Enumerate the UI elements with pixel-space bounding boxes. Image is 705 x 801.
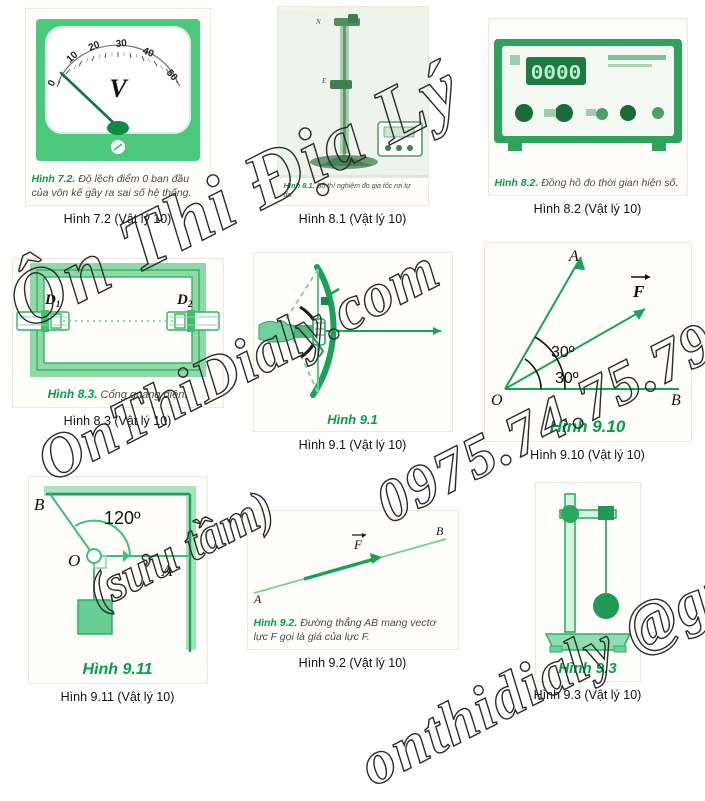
svg-text:0: 0 [45,78,58,88]
svg-text:N: N [315,18,321,26]
figure-label: Hình 9.2 (Vật lý 10) [298,656,407,670]
svg-text:20: 20 [87,39,102,54]
timer-svg: 0000 [493,39,682,152]
point-label-o: O [491,392,503,409]
photogate-svg: D1 D2 [15,263,220,378]
vector-angles-figure: 30º 30º O B A F [485,243,691,415]
vector-label-f: F [632,282,645,301]
figure-title: Hình 9.10 [549,417,626,436]
figure-caption: Hình 7.2. Độ lệch điểm 0 ban đầu của vôn… [26,170,210,205]
caption-head: Hình 8.2. [494,176,539,189]
freefall-svg: N E [277,9,428,175]
point-label-b: B [34,495,45,514]
figure-label: Hình 9.10 (Vật lý 10) [530,448,645,462]
figure-caption: Hình 8.1. Bộ thí nghiệm đo gia tốc rơi t… [278,178,428,205]
figure-caption: Hình 8.2. Đồng hồ đo thời gian hiện số. [489,174,687,195]
angle-label: 120º [104,508,141,528]
figure-cell-hinh-9-3: Hình 9.3 Hình 9.3 (Vật lý 10) [470,468,705,713]
svg-text:E: E [321,77,327,85]
voltmeter-svg: 0 10 20 30 40 50 V [35,18,200,161]
bracket-svg: 120º B O A [34,486,196,652]
figure-cell-hinh-9-10: 30º 30º O B A F Hình 9.10 Hình 9.10 (Vật… [470,236,705,468]
freefall-photo: N E [277,7,428,178]
caption-body: Đường thẳng AB mang vectơ lực F gọi là g… [253,617,436,643]
line-of-action-figure: A B F [248,511,458,614]
figure-cell-hinh-8-1: N E Hình 8.1. Bộ thí nghiệm đo gia tốc r… [235,0,470,236]
svg-text:V: V [109,74,129,103]
figure-card-voltmeter: 0 10 20 30 40 50 V Hình 7.2. Độ lệch [24,8,211,206]
figure-label: Hình 8.2 (Vật lý 10) [533,202,642,216]
point-label-o: O [68,551,80,570]
figure-cell-hinh-8-3: D1 D2 Hình 8.3. Cổng quang điện. Hình 8.… [0,236,235,468]
archer-svg [258,263,441,398]
caption-body: Đồng hồ đo thời gian hiện số. [541,176,679,189]
point-label-a: A [161,561,173,580]
point-label-b: B [436,524,444,538]
figure-label: Hình 8.1 (Vật lý 10) [298,212,407,226]
timer-photo: 0000 [489,19,687,174]
figure-card-timer: 0000 Hình 8.2. Đồng hồ đo thờ [487,18,688,196]
svg-text:30: 30 [115,38,127,50]
caption-body: Bộ thí nghiệm đo gia tốc rơi tự do. [283,182,411,199]
figure-label: Hình 9.11 (Vật lý 10) [60,690,175,704]
caption-head: Hình 9.2. [253,617,298,630]
vector-label-f: F [353,537,363,552]
figure-label: Hình 8.3 (Vật lý 10) [63,414,172,428]
sensor-label-d2: D2 [176,292,193,309]
figure-label: Hình 7.2 (Vật lý 10) [63,212,172,226]
timer-display: 0000 [530,63,580,86]
figure-grid: 0 10 20 30 40 50 V Hình 7.2. Độ lệch [0,0,705,713]
point-label-a: A [568,248,579,265]
figure-cell-hinh-9-11: 120º B O A Hình 9.11 Hình 9.11 (Vật lý 1… [0,468,235,713]
voltmeter-figure: 0 10 20 30 40 50 V [26,9,210,170]
figure-card-photogate: D1 D2 Hình 8.3. Cổng quang điện. [11,258,224,408]
figure-title: Hình 9.3 [558,660,617,677]
bracket-figure: 120º B O A [29,477,207,659]
caption-body: Cổng quang điện. [100,388,188,401]
photogate-figure: D1 D2 [13,259,223,384]
figure-card-vector-angles: 30º 30º O B A F Hình 9.10 [483,242,692,442]
caption-body: Độ lệch điểm 0 ban đầu của vôn kế gây ra… [31,173,192,199]
svg-text:40: 40 [140,45,155,60]
figure-cell-hinh-9-1: Hình 9.1 Hình 9.1 (Vật lý 10) [235,236,470,468]
figure-cell-hinh-9-2: A B F Hình 9.2. Đường thẳng AB mang vect… [235,468,470,713]
figure-cell-hinh-7-2: 0 10 20 30 40 50 V Hình 7.2. Độ lệch [0,0,235,236]
vector-angles-svg: 30º 30º O B A F [491,248,681,409]
caption-head: Hình 8.3. [47,386,98,401]
figure-label: Hình 9.3 (Vật lý 10) [533,688,642,702]
stand-svg [544,492,631,652]
line-of-action-svg: A B F [253,524,446,605]
sensor-label-d1: D1 [44,292,60,309]
figure-card-archer: Hình 9.1 [252,252,453,432]
angle-label-upper: 30º [551,344,575,361]
figure-card-freefall: N E Hình 8.1. Bộ thí nghiệm đo gia tốc r… [276,6,429,206]
point-label-b: B [671,392,681,409]
figure-cell-hinh-8-2: 0000 Hình 8.2. Đồng hồ đo thờ [470,0,705,236]
figure-title: Hình 9.11 [82,661,153,678]
figure-title: Hình 9.1 [327,412,378,427]
figure-caption: Hình 8.3. Cổng quang điện. [13,384,223,407]
point-label-a: A [253,592,262,605]
figure-card-line-of-action: A B F Hình 9.2. Đường thẳng AB mang vect… [246,510,459,650]
angle-label-lower: 30º [555,370,579,387]
caption-head: Hình 7.2. [31,173,76,186]
figure-card-stand: Hình 9.3 [534,482,641,682]
figure-caption: Hình 9.2. Đường thẳng AB mang vectơ lực … [248,614,458,649]
figure-label: Hình 9.1 (Vật lý 10) [298,438,407,452]
caption-head: Hình 8.1. [283,180,315,190]
figure-card-bracket: 120º B O A Hình 9.11 [27,476,208,684]
archer-figure [254,253,452,410]
stand-figure [536,483,640,658]
